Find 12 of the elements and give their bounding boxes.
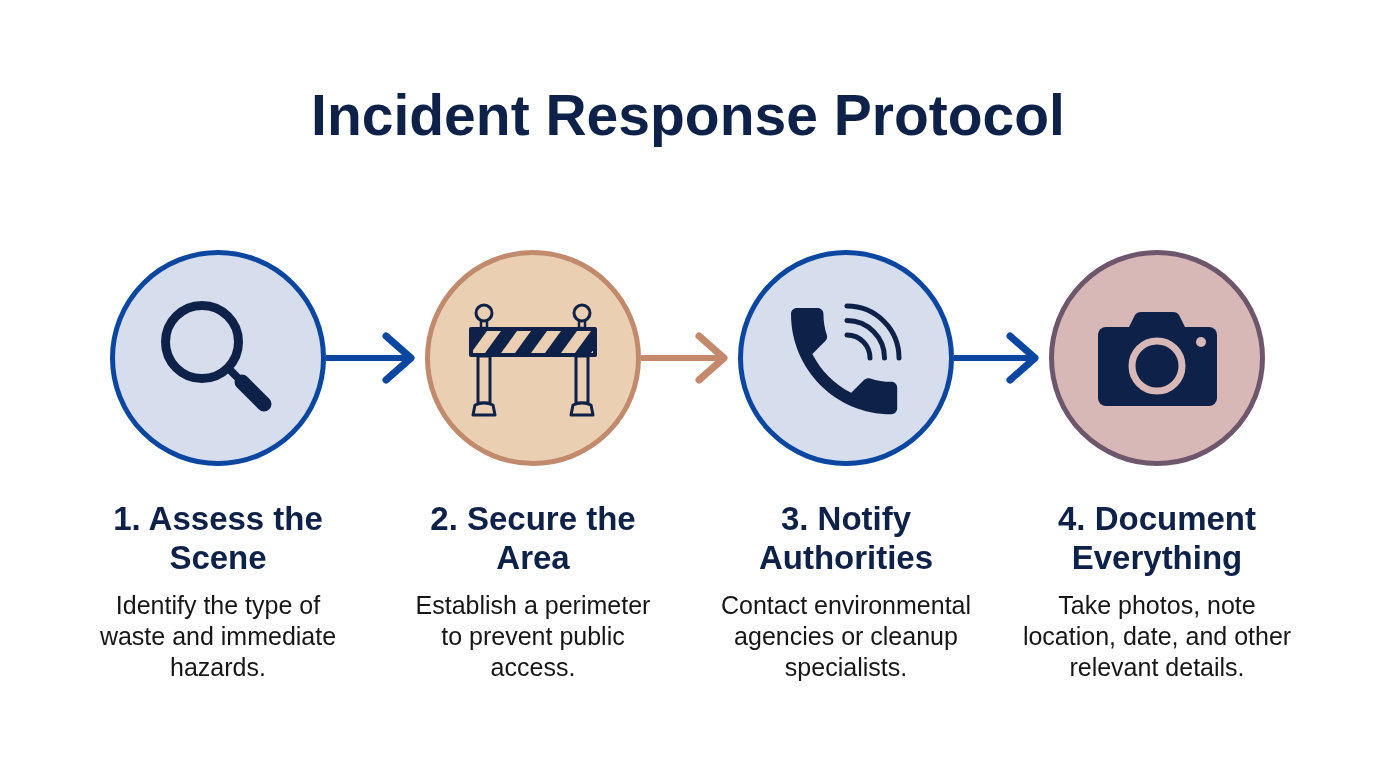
- arrow: [641, 332, 728, 384]
- step-description: Take photos, note location, date, and other relevant details.: [1021, 590, 1293, 683]
- step-description: Establish a perimeter to prevent public access.: [414, 590, 652, 683]
- step-heading: 3. Notify Authorities: [757, 499, 935, 577]
- step-description: Contact environmental agencies or cleanup specialists.: [719, 590, 973, 683]
- step-heading: 1. Assess the Scene: [112, 499, 324, 577]
- step-heading: 4. Document Everything: [1056, 499, 1257, 577]
- step-heading: 2. Secure the Area: [429, 499, 637, 577]
- arrow: [326, 332, 415, 384]
- title: Incident Response Protocol: [311, 83, 1065, 147]
- arrow: [954, 332, 1039, 384]
- step-description: Identify the type of waste and immediate hazards.: [98, 590, 338, 683]
